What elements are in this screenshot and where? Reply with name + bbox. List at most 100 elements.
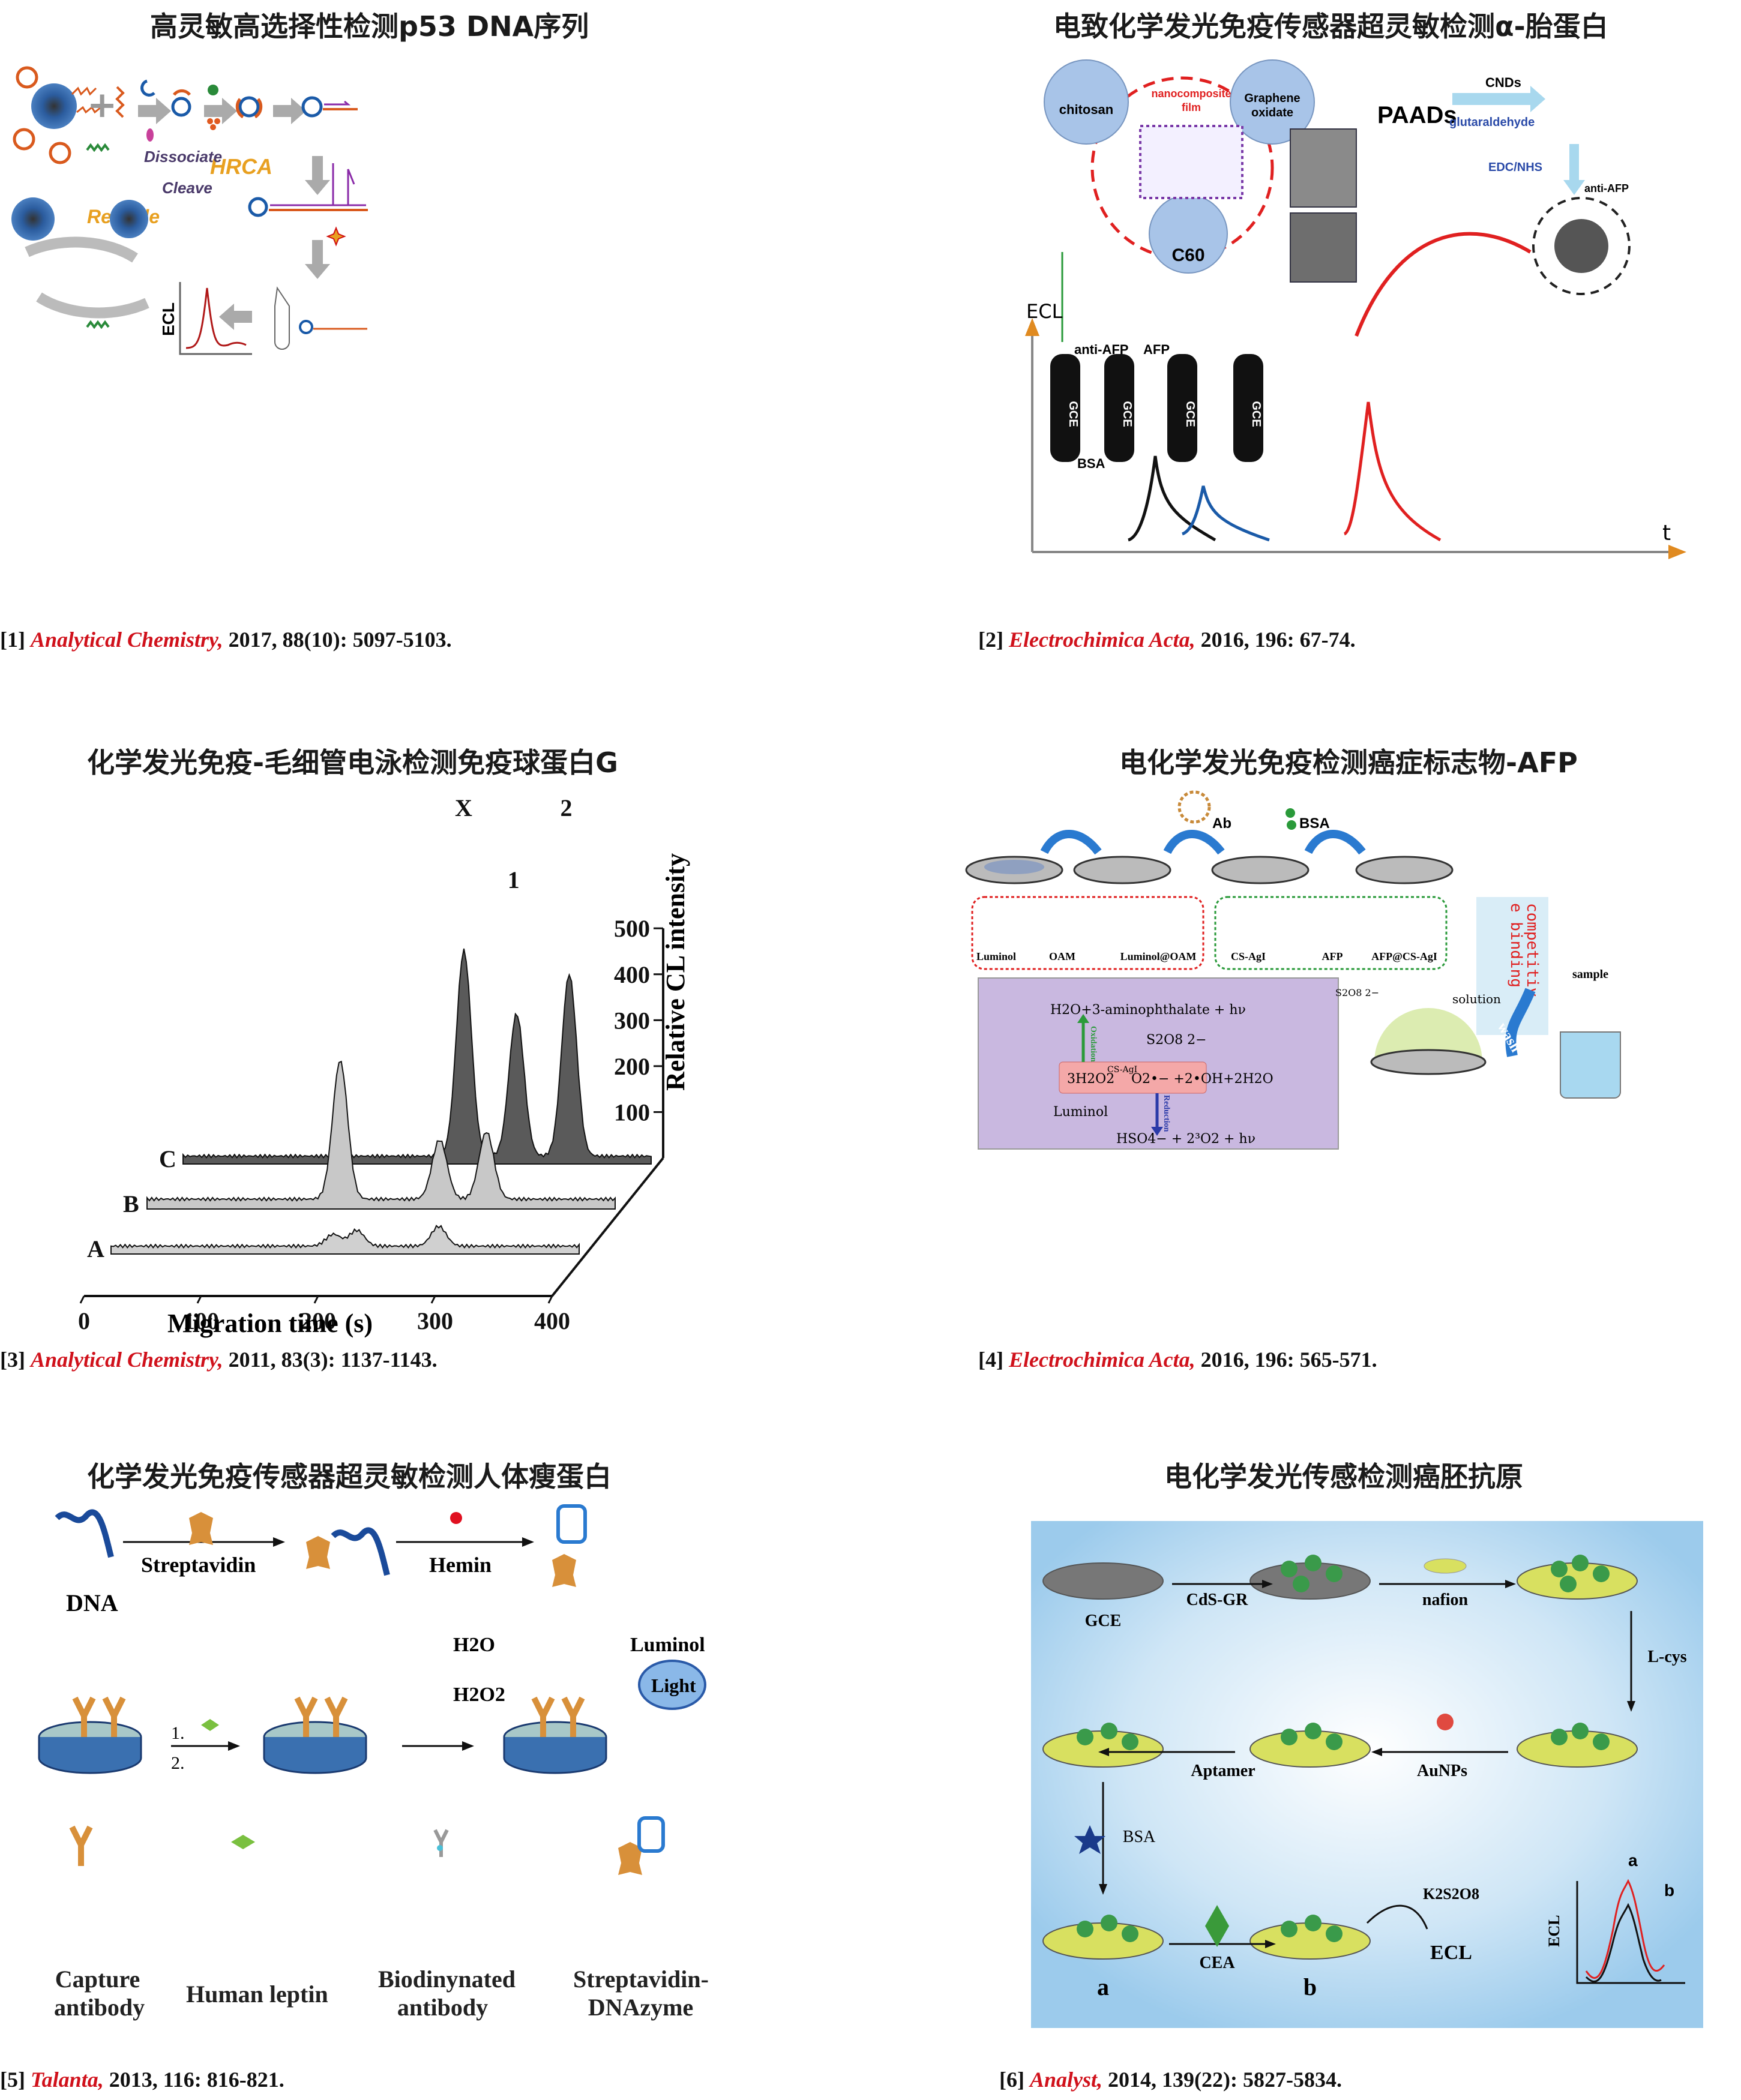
svg-text:2.: 2. [171,1753,185,1773]
x-tick-label: 400 [534,1307,570,1334]
ref-journal-link[interactable]: Talanta, [30,2068,104,2092]
capture-antibodies [72,1696,585,1737]
recycle-arrow-bottom [36,292,149,319]
panel-title: 电化学发光免疫检测癌症标志物-AFP [1119,746,1578,779]
svg-text:C60: C60 [1171,245,1204,265]
x-tick [79,1295,85,1304]
svg-text:Graphene: Graphene [1244,92,1300,105]
svg-text:Light: Light [651,1675,696,1696]
ref-journal-link[interactable]: Analytical Chemistry, [30,1348,223,1372]
chitosan-sphere [1044,59,1129,145]
ecl-curve-b [1585,1903,1662,1982]
y-tick-label: 100 [614,1099,650,1126]
curved-arrow [1366,1904,1428,1930]
ref-details: 2011, 83(3): 1137-1143. [228,1348,438,1372]
depth-axis-line [551,1157,664,1297]
svg-text:e binding: e binding [1507,903,1525,988]
x-tick [196,1295,202,1304]
svg-text:BSA: BSA [1077,456,1105,471]
hrca-label: HRCA [210,154,272,179]
bsa-star-icon [1074,1825,1105,1854]
afp-csagi-box [1214,896,1448,970]
svg-text:Reduction: Reduction [1162,1095,1171,1132]
tem-image-1 [1290,128,1357,208]
ref-index: [6] [999,2068,1024,2092]
reference-6: [6] Analyst, 2014, 139(22): 5827-5834. [999,2067,1342,2092]
svg-text:S2O8 2−: S2O8 2− [1146,1033,1207,1048]
svg-text:S2O8 2−: S2O8 2− [1335,987,1379,998]
ref-index: [3] [0,1348,25,1372]
svg-text:AFP@CS-AgI: AFP@CS-AgI [1371,950,1437,962]
series-label-c: C [159,1145,176,1172]
x-tick-label: 0 [78,1307,90,1334]
ref-journal-link[interactable]: Analytical Chemistry, [30,628,223,652]
svg-text:t: t [1662,521,1671,545]
ref-details: 2016, 196: 67-74. [1200,628,1356,652]
svg-text:solution: solution [1452,992,1501,1006]
svg-text:chitosan: chitosan [1059,102,1113,117]
svg-text:BSA: BSA [1299,815,1330,832]
process-arrow [204,98,237,124]
tem-image-2 [1290,212,1357,283]
svg-text:GCE: GCE [1183,401,1197,427]
x-tick [547,1295,553,1304]
peak-annotation: 1 [508,866,520,893]
panel-title: 化学发光免疫-毛细管电泳检测免疫球蛋白G [87,746,618,779]
reference-1: [1] Analytical Chemistry, 2017, 88(10): … [0,627,452,652]
svg-text:AuNPs: AuNPs [1417,1762,1467,1780]
ecl-curve-blue [1181,485,1270,542]
ref-details: 2013, 116: 816-821. [109,2068,284,2092]
cleave-label: Cleave [162,179,212,197]
svg-text:a: a [1628,1851,1638,1870]
ecl-comparison-plot: ECL a b [1545,1851,1685,1984]
svg-text:nanocomposite: nanocomposite [1151,88,1231,100]
svg-text:anti-AFP: anti-AFP [1074,342,1128,357]
series-c-trace [182,948,652,1165]
aunp-icon [1437,1714,1454,1730]
svg-text:GCE: GCE [1085,1612,1122,1630]
svg-text:H2O+3-aminophthalate + hν: H2O+3-aminophthalate + hν [1050,1003,1246,1018]
legend-streptavidin-dnazyme: Streptavidin-DNAzyme [573,1966,709,2021]
ref-journal-link[interactable]: Electrochimica Acta, [1008,628,1195,652]
svg-text:H2O: H2O [453,1634,495,1656]
svg-text:CEA: CEA [1199,1954,1235,1972]
recycle-arrow-top [25,236,138,263]
svg-text:ECL: ECL [1545,1915,1563,1947]
svg-text:nafion: nafion [1422,1591,1469,1609]
svg-text:BSA: BSA [1123,1828,1156,1846]
graphene-oxide-sphere [1230,59,1315,145]
ref-journal-link[interactable]: Electrochimica Acta, [1008,1348,1195,1372]
svg-text:GCE: GCE [1066,401,1080,427]
svg-text:CS-AgI: CS-AgI [1107,1065,1137,1075]
left-arrow [219,304,252,330]
ecl-curve-black [1128,455,1216,542]
y-tick-label: 300 [614,1007,650,1034]
x-axis-label: Migration time (s) [167,1309,373,1338]
svg-text:a: a [1097,1973,1109,2000]
curved-arrow [1304,830,1366,855]
svg-text:AFP: AFP [1322,950,1343,962]
ref-index: [5] [0,2068,25,2092]
svg-text:Luminol@OAM: Luminol@OAM [1120,950,1197,962]
y-tick-label: 200 [614,1053,650,1080]
down-arrow [305,240,330,279]
reference-2: [2] Electrochimica Acta, 2016, 196: 67-7… [978,627,1356,652]
series-label-a: A [87,1235,104,1262]
svg-text:H2O2: H2O2 [453,1684,505,1706]
svg-text:ECL: ECL [1026,300,1063,323]
svg-text:competitiv: competitiv [1523,903,1541,997]
curved-arrow [1163,830,1225,855]
nafion-icon [1424,1558,1467,1574]
svg-text:Luminol: Luminol [1053,1105,1108,1120]
star-icon [326,226,346,247]
svg-text:Oxidation: Oxidation [1089,1026,1098,1062]
hemin-icon [450,1512,462,1524]
reference-5: [5] Talanta, 2013, 116: 816-821. [0,2067,284,2092]
ref-journal-link[interactable]: Analyst, [1029,2068,1103,2092]
nanocomposite-film [1139,125,1243,199]
biotinylated-antibody-icon [433,1829,449,1857]
human-leptin-icon [231,1835,255,1849]
